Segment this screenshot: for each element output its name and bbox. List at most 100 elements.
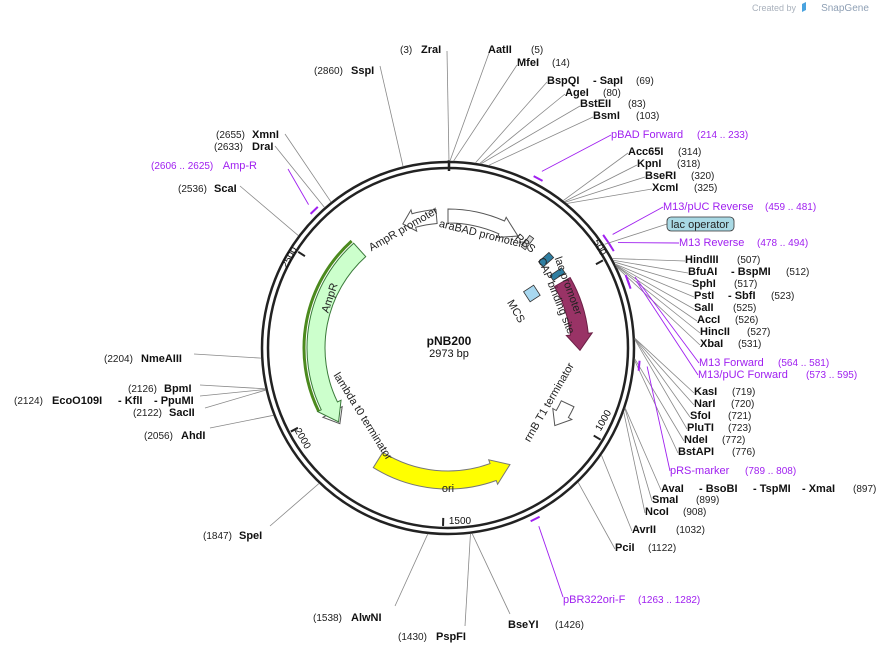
site-zrai[interactable]: ZraI bbox=[421, 44, 441, 56]
site-bspmi[interactable]: - BspMI bbox=[731, 266, 771, 278]
site-leader-line bbox=[193, 353, 262, 359]
site-xmni[interactable]: XmnI bbox=[252, 129, 279, 141]
rrnb-t1-terminator-label: rrnB T1 terminator bbox=[522, 361, 577, 444]
site-bsmi[interactable]: BsmI bbox=[593, 110, 620, 122]
site-acc65i[interactable]: Acc65I bbox=[628, 146, 663, 158]
site-tspmi[interactable]: - TspMI bbox=[753, 483, 791, 495]
site-pluti[interactable]: PluTI bbox=[687, 422, 714, 434]
site-ndei[interactable]: NdeI bbox=[684, 434, 708, 446]
site-sspi[interactable]: SspI bbox=[351, 65, 374, 77]
primer-prs-marker[interactable]: pRS-marker bbox=[670, 465, 730, 477]
site-bseri[interactable]: BseRI bbox=[645, 170, 676, 182]
site-ahdi[interactable]: AhdI bbox=[181, 430, 205, 442]
site-sapi[interactable]: - SapI bbox=[593, 75, 623, 87]
site-position: (5) bbox=[531, 45, 543, 56]
site-xcmi[interactable]: XcmI bbox=[652, 182, 678, 194]
site-position: (723) bbox=[728, 423, 751, 434]
site-ecoo109i[interactable]: EcoO109I bbox=[52, 395, 102, 407]
site-leader-line bbox=[464, 533, 471, 627]
site-spei[interactable]: SpeI bbox=[239, 530, 262, 542]
rbs-feature[interactable] bbox=[520, 234, 535, 251]
site-psti[interactable]: PstI bbox=[694, 290, 714, 302]
site-nmeaiii[interactable]: NmeAIII bbox=[141, 353, 182, 365]
site-position: (899) bbox=[696, 495, 719, 506]
rrnb-t1-terminator-feature[interactable] bbox=[552, 400, 575, 427]
site-drai[interactable]: DraI bbox=[252, 141, 273, 153]
site-kasi[interactable]: KasI bbox=[694, 386, 717, 398]
site-sacii[interactable]: SacII bbox=[169, 407, 195, 419]
site-acci[interactable]: AccI bbox=[697, 314, 720, 326]
cap-binding-site-feature[interactable] bbox=[537, 251, 555, 268]
site-leader-line bbox=[562, 152, 629, 201]
site-hincii[interactable]: HincII bbox=[700, 326, 730, 338]
site-sphi[interactable]: SphI bbox=[692, 278, 716, 290]
site-leader-line bbox=[634, 358, 685, 442]
lacz-feature[interactable] bbox=[553, 276, 594, 352]
site-position: (772) bbox=[722, 435, 745, 446]
backbone bbox=[260, 160, 636, 536]
site-leader-line bbox=[199, 384, 266, 390]
site-sali[interactable]: SalI bbox=[694, 302, 714, 314]
primer-pbad-forward[interactable]: pBAD Forward bbox=[611, 129, 683, 141]
primer-m13-forward[interactable]: M13 Forward bbox=[699, 357, 764, 369]
site-bpmi[interactable]: BpmI bbox=[164, 383, 192, 395]
lac-operator-leader bbox=[604, 223, 668, 245]
primer-m13-reverse[interactable]: M13 Reverse bbox=[679, 237, 744, 249]
site-mfei[interactable]: MfeI bbox=[517, 57, 539, 69]
site-sfoi[interactable]: SfoI bbox=[690, 410, 711, 422]
site-sbfi[interactable]: - SbfI bbox=[728, 290, 756, 302]
primer-binding-mark bbox=[533, 175, 544, 182]
site-position: (720) bbox=[731, 399, 754, 410]
site-leader-line bbox=[449, 52, 490, 162]
arabad-promoter-feature[interactable] bbox=[447, 208, 519, 239]
site-avrii[interactable]: AvrII bbox=[632, 524, 656, 536]
site-avai[interactable]: AvaI bbox=[661, 483, 684, 495]
primer-amp-r[interactable]: Amp-R bbox=[223, 160, 257, 172]
site-bstapi[interactable]: BstAPI bbox=[678, 446, 714, 458]
site-bseyi[interactable]: BseYI bbox=[508, 619, 539, 631]
site-bspqi[interactable]: BspQI bbox=[547, 75, 579, 87]
site-position: (1430) bbox=[398, 632, 427, 643]
site-alwni[interactable]: AlwNI bbox=[351, 612, 382, 624]
primer-m13-puc-forward[interactable]: M13/pUC Forward bbox=[698, 369, 788, 381]
site-kpni[interactable]: KpnI bbox=[637, 158, 661, 170]
ori-feature[interactable] bbox=[372, 451, 511, 490]
site-leader-line bbox=[634, 339, 688, 430]
site-aatii[interactable]: AatII bbox=[488, 44, 512, 56]
site-xbai[interactable]: XbaI bbox=[700, 338, 723, 350]
site-ncoi[interactable]: NcoI bbox=[645, 506, 669, 518]
site-xmai[interactable]: - XmaI bbox=[802, 483, 835, 495]
tick-mark bbox=[297, 250, 306, 258]
site-position: (525) bbox=[733, 303, 756, 314]
site-bsteii[interactable]: BstEII bbox=[580, 98, 611, 110]
mcs-feature[interactable] bbox=[523, 284, 541, 303]
primer-pbr322ori-f[interactable]: pBR322ori-F bbox=[563, 594, 626, 606]
site-pspfi[interactable]: PspFI bbox=[436, 631, 466, 643]
site-scai[interactable]: ScaI bbox=[214, 183, 237, 195]
primer-range: (478 .. 494) bbox=[757, 238, 808, 249]
site-agei[interactable]: AgeI bbox=[565, 87, 589, 99]
site-nari[interactable]: NarI bbox=[694, 398, 715, 410]
site-hindiii[interactable]: HindIII bbox=[685, 254, 719, 266]
site-pcii[interactable]: PciI bbox=[615, 542, 635, 554]
site-position: (719) bbox=[732, 387, 755, 398]
site-bsobi[interactable]: - BsoBI bbox=[699, 483, 738, 495]
primer-leader-line bbox=[646, 366, 671, 472]
site-leader-line bbox=[634, 338, 695, 406]
site-kfli[interactable]: - KflI bbox=[118, 395, 142, 407]
site-position: (523) bbox=[771, 291, 794, 302]
leaders-layer bbox=[193, 50, 701, 627]
site-smai[interactable]: SmaI bbox=[652, 494, 678, 506]
site-ppumi[interactable]: - PpuMI bbox=[154, 395, 194, 407]
site-leader-line bbox=[204, 389, 266, 409]
ampr-feature[interactable] bbox=[306, 242, 367, 423]
primer-m13-puc-reverse[interactable]: M13/pUC Reverse bbox=[663, 201, 753, 213]
ampr-promoter-feature[interactable] bbox=[402, 208, 438, 233]
site-leader-line bbox=[612, 258, 686, 262]
site-position: (318) bbox=[677, 159, 700, 170]
lac-operator-badge[interactable]: lac operator bbox=[666, 216, 735, 232]
site-bfuai[interactable]: BfuAI bbox=[688, 266, 717, 278]
site-position: (1847) bbox=[203, 531, 232, 542]
lac-promoter-feature[interactable] bbox=[549, 267, 566, 282]
